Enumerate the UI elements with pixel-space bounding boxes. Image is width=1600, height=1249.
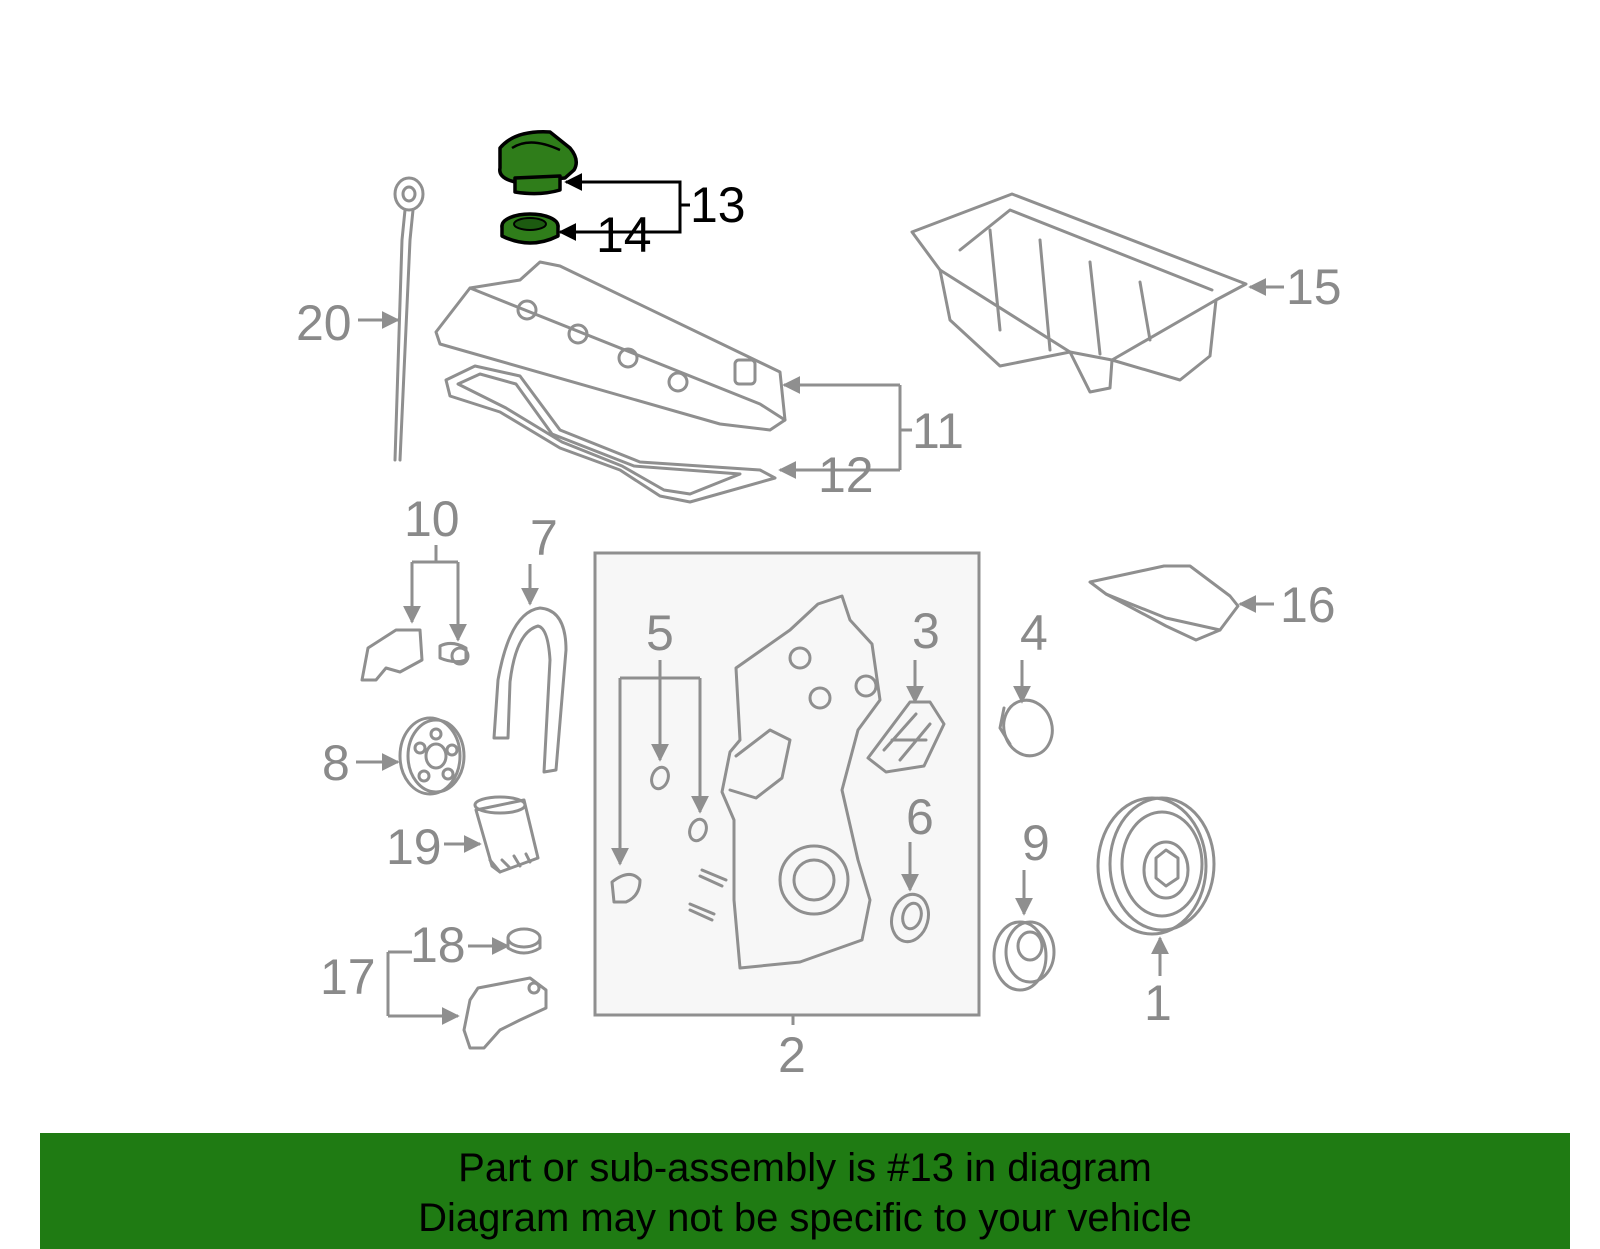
callout-6: 6 [906, 789, 934, 845]
callout-13: 13 [690, 177, 746, 233]
pulley-part-9[interactable] [992, 870, 1056, 992]
callout-20: 20 [296, 295, 352, 351]
crank-pulley-part-1[interactable] [1096, 796, 1216, 976]
leader-11-12 [778, 376, 912, 479]
callout-12: 12 [818, 447, 874, 503]
callout-9: 9 [1022, 815, 1050, 871]
dipstick-part-20[interactable] [358, 176, 425, 462]
callout-5: 5 [646, 605, 674, 661]
callout-11: 11 [912, 403, 964, 459]
bracket-part-17[interactable] [386, 950, 548, 1050]
callout-4: 4 [1020, 605, 1048, 661]
pulley-part-8[interactable] [356, 716, 466, 796]
callout-8: 8 [322, 735, 350, 791]
oil-seal-part-6[interactable] [886, 842, 933, 946]
cap-part-4[interactable] [998, 660, 1059, 761]
valve-cover-part-11[interactable] [434, 260, 787, 432]
oil-pan-part-15[interactable] [910, 192, 1284, 394]
banner-line-disclaimer: Diagram may not be specific to your vehi… [418, 1196, 1192, 1240]
callout-10: 10 [404, 491, 460, 547]
callout-18: 18 [410, 917, 466, 973]
cover-part-3[interactable] [866, 660, 946, 774]
callout-19: 19 [386, 819, 442, 875]
timing-belt-part-7[interactable] [492, 564, 568, 774]
oil-filler-cap-part-13[interactable] [498, 130, 578, 196]
parts-diagram: 1 2 3 4 5 6 7 8 9 10 11 12 13 14 15 16 1… [296, 130, 1342, 1083]
callout-7: 7 [530, 510, 558, 566]
info-banner: Part or sub-assembly is #13 in diagram D… [40, 1133, 1570, 1249]
leader-13-14 [558, 173, 690, 241]
banner-line-part: Part or sub-assembly is #13 in diagram [458, 1146, 1152, 1190]
oil-filter-part-19[interactable] [444, 795, 540, 874]
baffle-plate-part-16[interactable] [1088, 564, 1274, 642]
callout-3: 3 [912, 603, 940, 659]
callout-15: 15 [1286, 259, 1342, 315]
callout-16: 16 [1280, 577, 1336, 633]
timing-cover-part-2[interactable] [720, 594, 882, 1025]
valve-cover-gasket-part-12[interactable] [444, 364, 777, 504]
callout-14: 14 [596, 207, 652, 263]
callout-2: 2 [778, 1027, 806, 1083]
seals-part-5[interactable] [610, 660, 728, 922]
callout-1: 1 [1144, 975, 1172, 1031]
sensor-part-10[interactable] [360, 545, 470, 682]
spacer-part-18[interactable] [468, 927, 542, 955]
filler-cap-gasket-part-14[interactable] [500, 212, 560, 245]
callout-17: 17 [320, 949, 376, 1005]
